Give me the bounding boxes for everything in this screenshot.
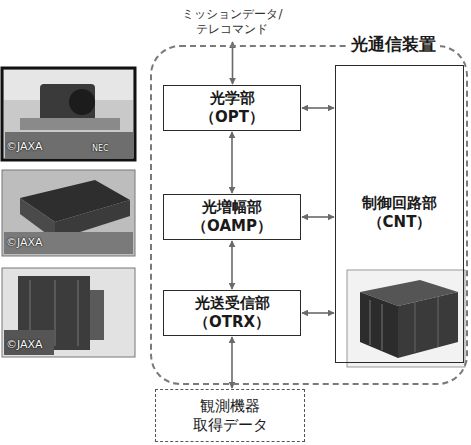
watermark: NEC: [92, 144, 109, 153]
control-unit-photo: [347, 270, 465, 367]
optics-photo: [2, 68, 135, 160]
connector-arrow: [232, 42, 234, 84]
external-data-box: 観測機器 取得データ: [155, 389, 305, 442]
connector-arrow: [302, 107, 334, 109]
group-title: 光通信装置: [347, 33, 440, 55]
node-label: 制御回路部 （CNT）: [362, 194, 437, 232]
node-label: 光学部 （OPT）: [200, 89, 264, 127]
amplifier-photo: [2, 170, 135, 256]
control-box: 制御回路部 （CNT）: [335, 65, 464, 363]
process-box: 光学部 （OPT）: [163, 85, 301, 131]
connector-arrow: [302, 312, 334, 314]
watermark: ©JAXA: [6, 338, 43, 351]
process-box: 光増幅部 （OAMP）: [163, 194, 301, 240]
node-label: 光送受信部 （OTRX）: [194, 294, 270, 332]
external-input-text: ミッションデータ/ テレコマンド: [170, 3, 295, 41]
transceiver-photo: [2, 268, 135, 357]
connector-arrow: [231, 132, 233, 193]
node-label: ミッションデータ/ テレコマンド: [182, 7, 282, 37]
connector-arrow: [231, 241, 233, 289]
watermark: ©JAXA: [6, 236, 43, 249]
node-label: 光増幅部 （OAMP）: [192, 198, 272, 236]
node-label: 観測機器 取得データ: [193, 397, 268, 435]
device-region: 光通信装置光学部 （OPT）光増幅部 （OAMP）光送受信部 （OTRX）制御回…: [150, 45, 468, 385]
watermark: ©JAXA: [6, 140, 43, 153]
process-box: 光送受信部 （OTRX）: [163, 290, 301, 336]
connector-arrow: [231, 337, 233, 388]
connector-arrow: [302, 216, 334, 218]
